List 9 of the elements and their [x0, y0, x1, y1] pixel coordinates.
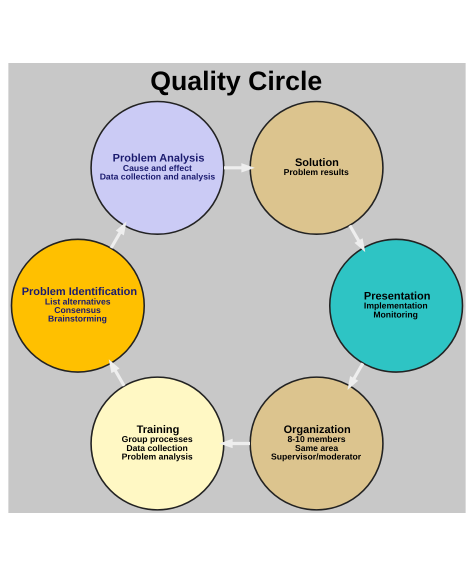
arrow: [108, 359, 126, 387]
arrow: [110, 221, 127, 249]
diagram-title: Quality Circle: [150, 66, 322, 96]
node-circle: Solution Problem results: [249, 100, 384, 235]
arrow: [347, 362, 364, 390]
arrow: [348, 224, 366, 252]
node-circle: Training Group processes Data collection Problem analysis: [90, 376, 225, 511]
arrow: [219, 438, 250, 448]
arrow: [224, 163, 255, 173]
